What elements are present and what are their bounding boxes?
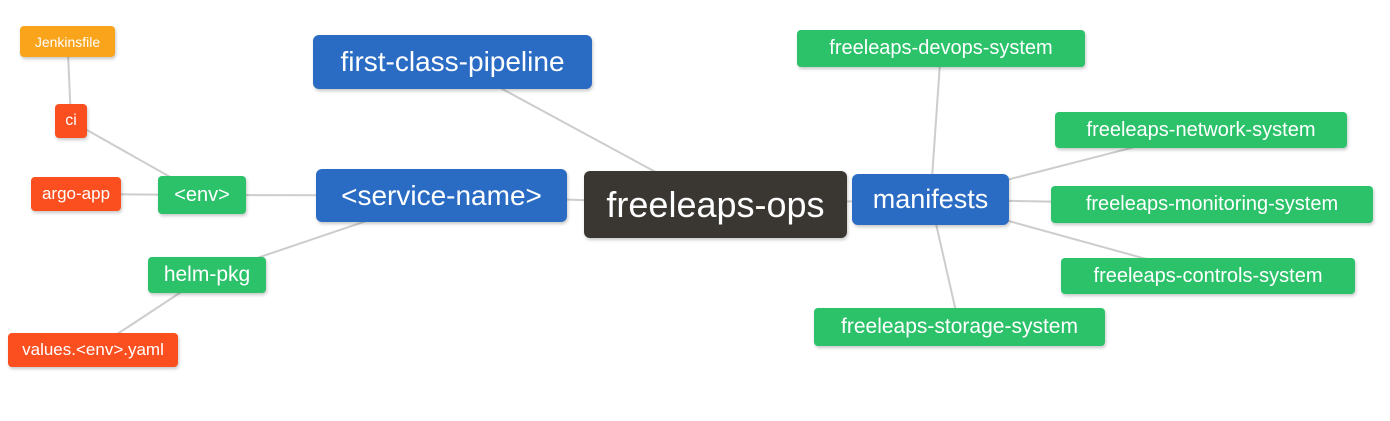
mindmap-node-ci[interactable]: ci	[55, 104, 87, 138]
mindmap-node-helm-pkg[interactable]: helm-pkg	[148, 257, 266, 293]
mindmap-node-freeleaps-network-system[interactable]: freeleaps-network-system	[1055, 112, 1347, 148]
mindmap-node-manifests[interactable]: manifests	[852, 174, 1009, 225]
mindmap-node-freeleaps-ops[interactable]: freeleaps-ops	[584, 171, 847, 238]
mindmap-node-freeleaps-storage-system[interactable]: freeleaps-storage-system	[814, 308, 1105, 346]
mindmap-node-freeleaps-controls-system[interactable]: freeleaps-controls-system	[1061, 258, 1355, 294]
mindmap-node-values-env-yaml[interactable]: values.<env>.yaml	[8, 333, 178, 367]
mindmap-node-freeleaps-monitoring-system[interactable]: freeleaps-monitoring-system	[1051, 186, 1373, 223]
mindmap-node-service-name[interactable]: <service-name>	[316, 169, 567, 222]
mindmap-node-freeleaps-devops-system[interactable]: freeleaps-devops-system	[797, 30, 1085, 67]
mindmap-node-env[interactable]: <env>	[158, 176, 246, 214]
mindmap-node-argo-app[interactable]: argo-app	[31, 177, 121, 211]
mindmap-node-first-class-pipeline[interactable]: first-class-pipeline	[313, 35, 592, 89]
mindmap-node-jenkinsfile[interactable]: Jenkinsfile	[20, 26, 115, 57]
